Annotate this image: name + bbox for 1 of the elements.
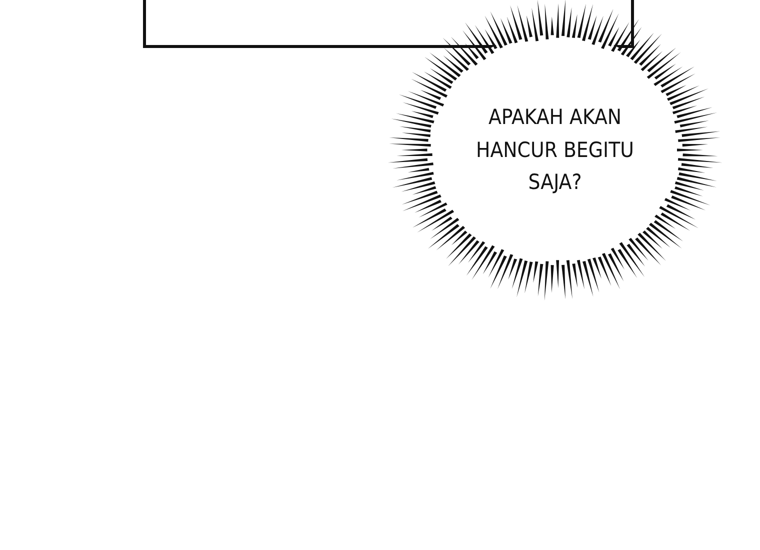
speech-text: APAKAH AKAN HANCUR BEGITU SAJA? [475,104,635,196]
